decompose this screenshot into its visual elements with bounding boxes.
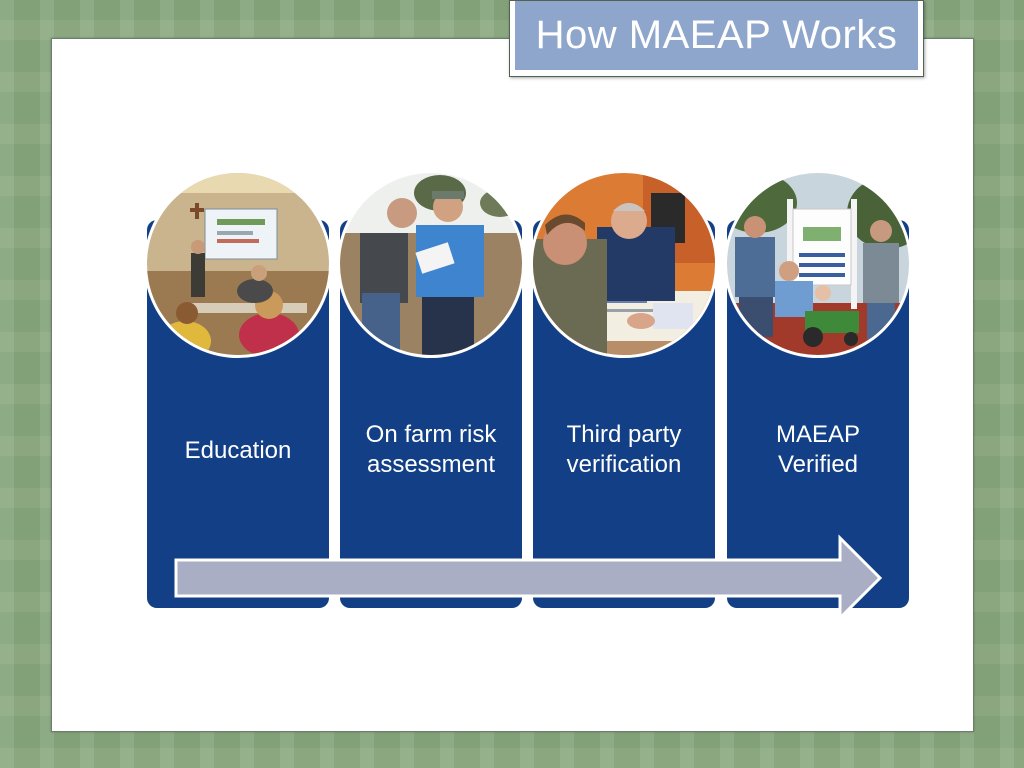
slide-title: How MAEAP Works [535, 13, 898, 57]
title-box: How MAEAP Works [509, 0, 924, 77]
step-label: Third party verification [566, 421, 682, 478]
step-label: Education [184, 437, 292, 464]
verified-farm-sign-photo-icon [727, 173, 909, 355]
field-assessment-photo-icon [340, 173, 522, 355]
step-label: On farm risk assessment [365, 421, 497, 478]
title-banner: How MAEAP Works [515, 1, 918, 70]
step-label: MAEAP Verified [775, 421, 861, 478]
paperwork-review-photo-icon [533, 173, 715, 355]
classroom-photo-icon [147, 173, 329, 355]
